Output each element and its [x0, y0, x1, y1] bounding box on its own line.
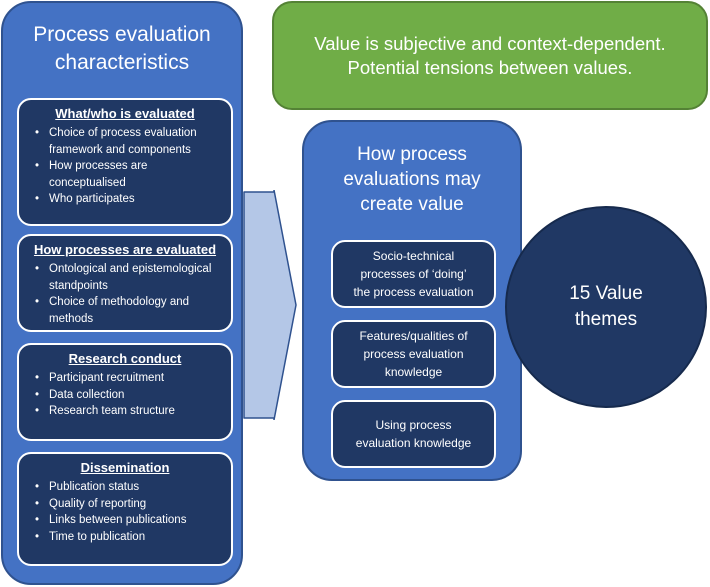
card-what-who-evaluated: What/who is evaluated Choice of process …: [17, 98, 233, 226]
list-item: Research team structure: [35, 403, 223, 420]
right-arrow-icon: [243, 190, 297, 420]
list-item: Publication status: [35, 479, 223, 496]
card-heading: How processes are evaluated: [33, 242, 217, 257]
list-item: Ontological and epistemological standpoi…: [35, 261, 223, 294]
list-item: Quality of reporting: [35, 496, 223, 513]
value-creation-panel: How process evaluations may create value…: [302, 120, 522, 481]
list-item: Data collection: [35, 387, 223, 404]
card-heading: Dissemination: [80, 460, 170, 475]
value-context-banner: Value is subjective and context-dependen…: [272, 1, 708, 110]
card-item-list: Publication status Quality of reporting …: [27, 479, 223, 545]
characteristics-title: Process evaluation characteristics: [33, 23, 211, 74]
card-heading: What/who is evaluated: [55, 106, 195, 121]
card-item-list: Participant recruitment Data collection …: [27, 370, 223, 420]
card-using-knowledge: Using process evaluation knowledge: [331, 400, 496, 468]
card-item-list: Ontological and epistemological standpoi…: [27, 261, 223, 327]
list-item: Links between publications: [35, 512, 223, 529]
value-creation-title: How process evaluations may create value: [343, 144, 481, 215]
list-item: Who participates: [35, 191, 223, 208]
card-knowledge-features: Features/qualities of process evaluation…: [331, 320, 496, 388]
characteristics-panel: Process evaluation characteristics What/…: [1, 1, 243, 585]
card-research-conduct: Research conduct Participant recruitment…: [17, 343, 233, 441]
list-item: Choice of process evaluation framework a…: [35, 125, 223, 158]
card-how-processes-evaluated: How processes are evaluated Ontological …: [17, 234, 233, 332]
list-item: Participant recruitment: [35, 370, 223, 387]
list-item: Time to publication: [35, 529, 223, 546]
list-item: How processes are conceptualised: [35, 158, 223, 191]
card-dissemination: Dissemination Publication status Quality…: [17, 452, 233, 566]
card-heading: Research conduct: [68, 351, 182, 366]
list-item: Choice of methodology and methods: [35, 294, 223, 327]
card-socio-technical-processes: Socio-technical processes of ‘doing’ the…: [331, 240, 496, 308]
value-themes-circle: 15 Value themes: [505, 206, 707, 408]
card-item-list: Choice of process evaluation framework a…: [27, 125, 223, 208]
